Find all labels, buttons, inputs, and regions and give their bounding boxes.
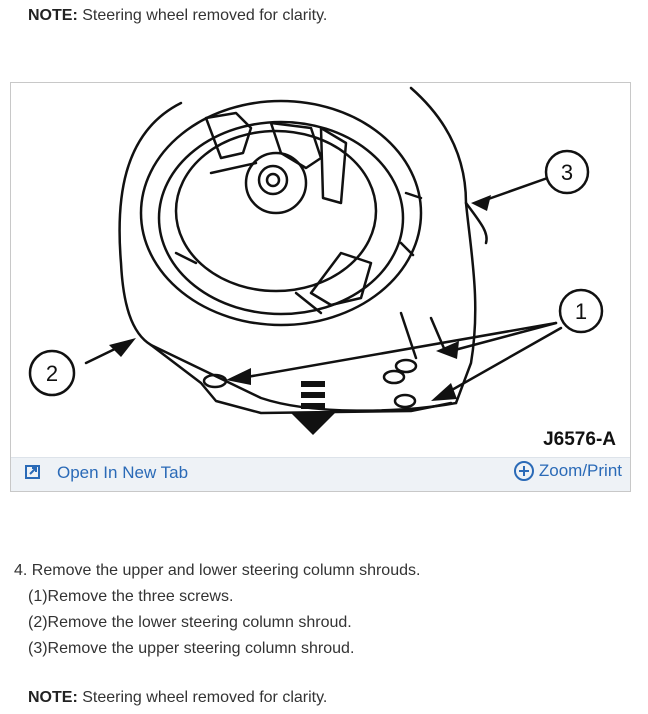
steering-column-illustration: 3 1 2: [28, 86, 604, 435]
zoom-print-label: Zoom/Print: [538, 461, 622, 480]
open-new-tab-label: Open In New Tab: [57, 463, 189, 482]
note-text: Steering wheel removed for clarity.: [77, 689, 328, 706]
figure-toolbar: Open In New Tab Zoom/Print: [11, 457, 630, 491]
procedure-steps: 4. Remove the upper and lower steering c…: [14, 558, 420, 662]
steering-column-figure: 3 1 2 J6576-A Open In New Tab Zoom/Print: [10, 82, 631, 492]
step-sub-2: (2)Remove the lower steering column shro…: [28, 614, 352, 631]
callout-2: 2: [46, 361, 58, 386]
step-sub-1: (1)Remove the three screws.: [28, 588, 234, 605]
figure-id-label: J6576-A: [543, 429, 616, 450]
note-bottom: NOTE: Steering wheel removed for clarity…: [28, 689, 327, 707]
step-sub-3: (3)Remove the upper steering column shro…: [28, 640, 355, 657]
note-label: NOTE:: [28, 7, 78, 24]
step-main: 4. Remove the upper and lower steering c…: [14, 562, 421, 579]
open-new-tab-icon: [25, 465, 41, 481]
callout-3: 3: [561, 160, 573, 185]
note-text: Steering wheel removed for clarity.: [77, 7, 328, 24]
zoom-print-link[interactable]: Zoom/Print: [513, 460, 622, 482]
zoom-plus-icon: [513, 460, 535, 482]
open-in-new-tab-link[interactable]: Open In New Tab: [25, 463, 188, 483]
note-label: NOTE:: [28, 689, 78, 706]
callout-1: 1: [575, 299, 587, 324]
note-top: NOTE: Steering wheel removed for clarity…: [28, 7, 327, 25]
